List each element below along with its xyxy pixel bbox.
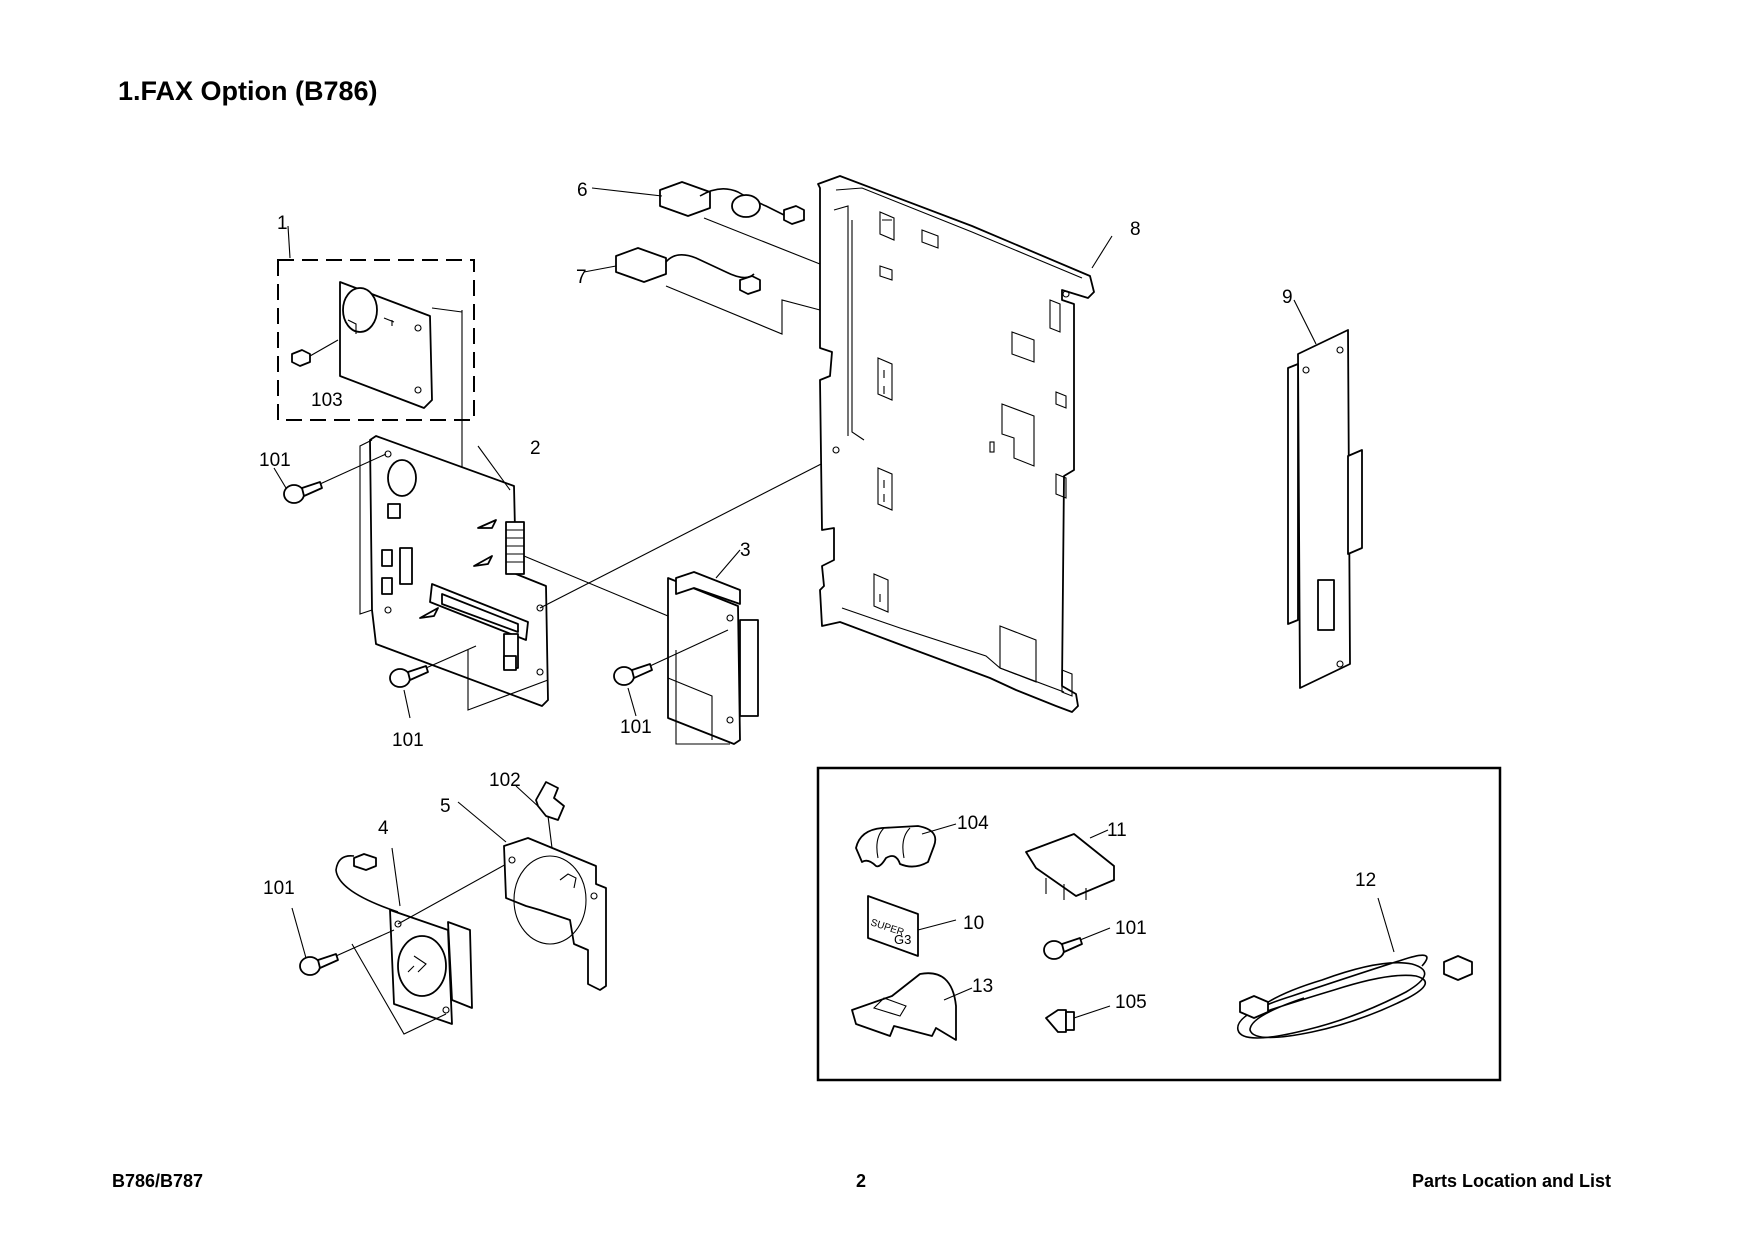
part-10-super-g3-label: SUPER G3 <box>867 895 957 957</box>
screw-101-upper-left <box>273 453 387 504</box>
screw-101-accessory <box>1043 927 1111 960</box>
part-4-speaker <box>335 847 473 1025</box>
callout-3: 3 <box>740 540 751 561</box>
callout-102: 102 <box>489 770 521 791</box>
part-9-board <box>1287 299 1363 689</box>
callout-101-b: 101 <box>392 730 424 751</box>
part-1-rom-board-group <box>277 225 475 530</box>
part-5-speaker-bracket <box>457 801 607 991</box>
callout-1: 1 <box>277 213 288 234</box>
callout-2: 2 <box>530 438 541 459</box>
callout-6: 6 <box>577 180 588 201</box>
callout-5: 5 <box>440 796 451 817</box>
callout-13: 13 <box>972 976 993 997</box>
accessory-parts-box <box>816 766 1502 1082</box>
screw-101-part3 <box>613 629 729 717</box>
footer-page-number: 2 <box>856 1171 867 1191</box>
callout-4: 4 <box>378 818 389 839</box>
screw-101-speaker <box>291 907 395 976</box>
part-13-bracket <box>851 972 973 1041</box>
callout-105: 105 <box>1115 992 1147 1013</box>
callout-101-d: 101 <box>263 878 295 899</box>
callout-101-c: 101 <box>620 717 652 738</box>
part-102-clamp <box>515 781 565 849</box>
callout-104: 104 <box>957 813 989 834</box>
part-104-ferrite-core <box>855 823 957 868</box>
callout-11: 11 <box>1107 820 1127 841</box>
part-6-harness <box>591 181 831 269</box>
part-8-bracket <box>817 175 1113 713</box>
footer-section-title: Parts Location and List <box>1412 1171 1612 1191</box>
callout-8: 8 <box>1130 219 1141 240</box>
footer-model-number: B786/B787 <box>112 1171 204 1191</box>
g3-label-text: G3 <box>894 932 911 947</box>
part-12-telephone-cord <box>1237 897 1473 1039</box>
part-3-board <box>667 549 759 745</box>
screw-101-lower-left <box>389 645 477 719</box>
callout-12: 12 <box>1355 870 1376 891</box>
callout-9: 9 <box>1282 287 1293 308</box>
page-title: 1.FAX Option (B786) <box>118 76 378 106</box>
part-11-clamp <box>1025 829 1115 900</box>
part-2-fcu-board <box>369 435 549 707</box>
callout-103: 103 <box>311 390 343 411</box>
part-7-harness <box>583 247 821 335</box>
callout-7: 7 <box>576 267 587 288</box>
callout-10: 10 <box>963 913 984 934</box>
callout-101-e: 101 <box>1115 918 1147 939</box>
part-105-rivet <box>1045 1005 1111 1033</box>
callout-101-a: 101 <box>259 450 291 471</box>
